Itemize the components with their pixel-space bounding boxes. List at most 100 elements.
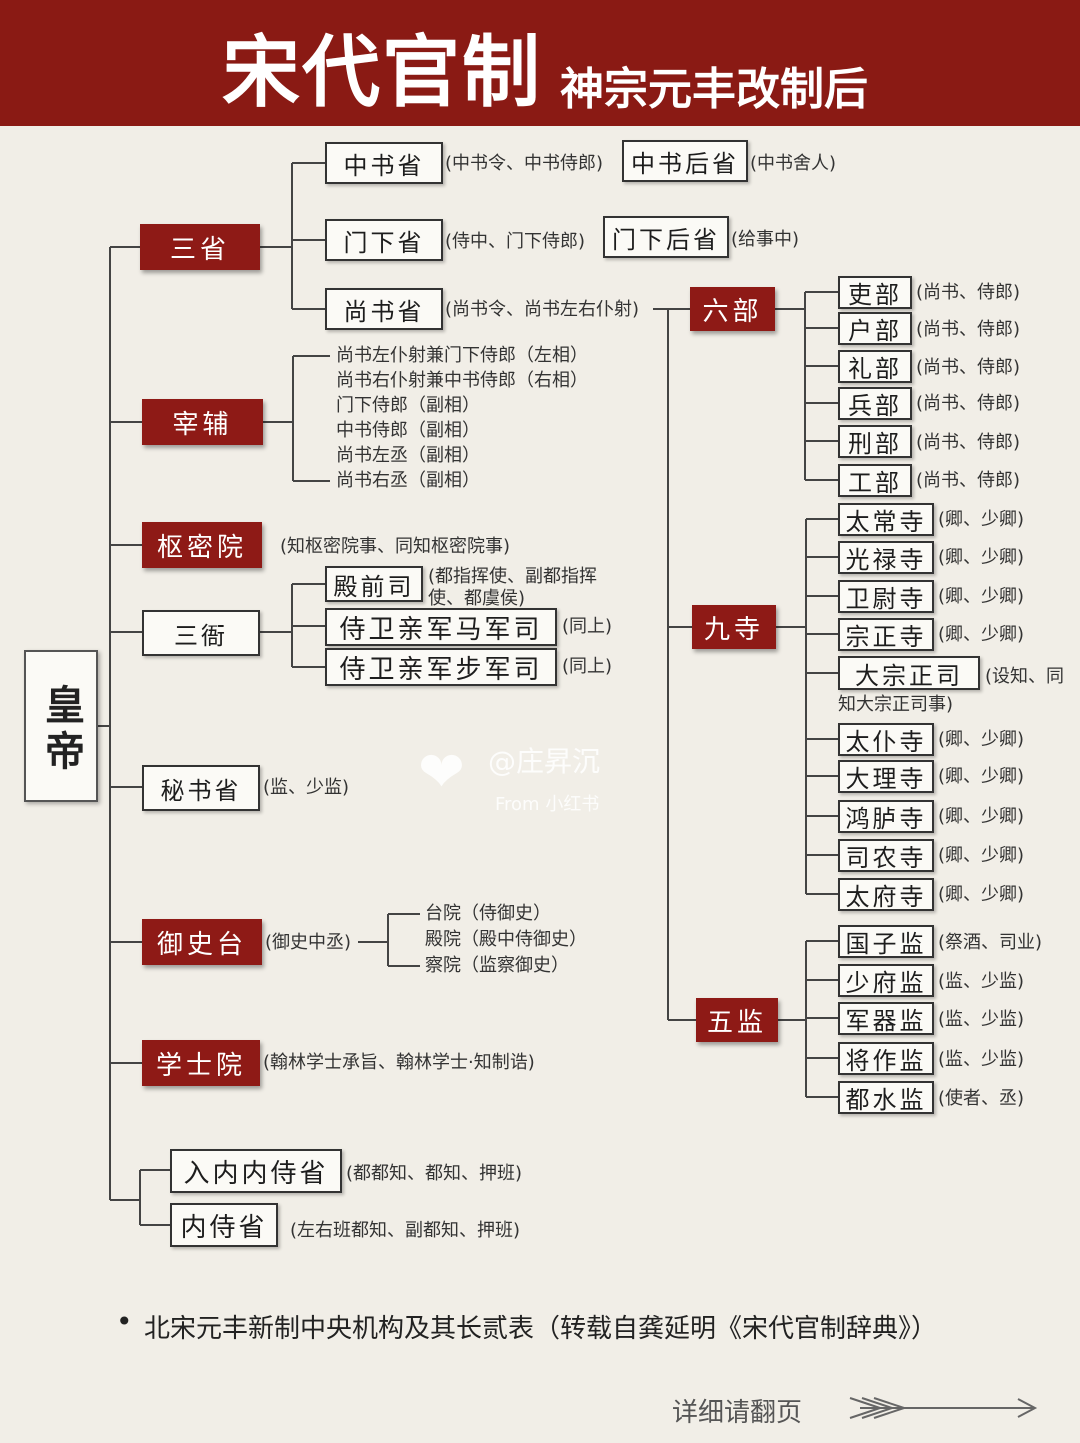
jiangzuojian-box: 将作监 <box>838 1042 934 1075</box>
neishisheng-box: 内侍省 <box>170 1203 278 1247</box>
gongbu-desc: (尚书、侍郎) <box>916 470 1021 491</box>
zaifu-line: 尚书右丞（副相） <box>336 470 480 491</box>
menxia-box: 门下省 <box>325 219 443 261</box>
dianqiansi-desc-2: 使、都虞侯) <box>428 588 526 609</box>
jiangzuojian-desc: (监、少监) <box>938 1049 1025 1070</box>
page-subtitle: 神宗元丰改制后 <box>560 64 868 115</box>
watermark-handle: @庄昇沉 <box>488 745 601 778</box>
sansheng-box: 三省 <box>140 224 260 270</box>
sinongsi-box: 司农寺 <box>838 839 934 872</box>
neishisheng-desc: (左右班都知、副都知、押班) <box>290 1220 521 1241</box>
zongzhengsi-desc: (卿、少卿) <box>938 624 1025 645</box>
yushitai-sub: 察院（监察御史） <box>425 955 569 976</box>
shaofujian-desc: (监、少监) <box>938 971 1025 992</box>
zongzhengsi-box: 宗正寺 <box>838 618 934 651</box>
yushitai-sub: 殿院（殿中侍御史） <box>425 929 587 950</box>
page-title: 宋代官制 <box>222 28 543 118</box>
dalisi-desc: (卿、少卿) <box>938 766 1025 787</box>
honglusi-box: 鸿胪寺 <box>838 800 934 833</box>
dushuijian-desc: (使者、丞) <box>938 1088 1025 1109</box>
zhongshu-desc: (中书令、中书侍郎) <box>445 153 604 174</box>
xueshiyuan-box: 学士院 <box>142 1040 260 1086</box>
yushitai-desc: (御史中丞) <box>265 932 352 953</box>
watermark-source: From 小红书 <box>495 794 600 815</box>
dianqiansi-desc: (都指挥使、副都指挥 <box>428 566 598 587</box>
menxia-housheng-box: 门下后省 <box>603 216 729 258</box>
hubu-desc: (尚书、侍郎) <box>916 319 1021 340</box>
jiusi-box: 九寺 <box>692 605 776 649</box>
weiweisi-box: 卫尉寺 <box>838 580 934 613</box>
majunsi-box: 侍卫亲军马军司 <box>325 608 557 646</box>
mishusheng-desc: (监、少监) <box>263 777 350 798</box>
dazongzhengsi-desc: (设知、同 <box>985 666 1065 687</box>
zaifu-line: 尚书左丞（副相） <box>336 445 480 466</box>
zaifu-line: 尚书左仆射兼门下侍郎（左相） <box>336 345 588 366</box>
emperor-box: 皇帝 <box>24 650 98 802</box>
runeineishisheng-desc: (都都知、都知、押班) <box>346 1163 523 1184</box>
yushitai-sub: 台院（侍御史） <box>425 903 551 924</box>
guozijian-desc: (祭酒、司业) <box>938 932 1043 953</box>
dianqiansi-box: 殿前司 <box>325 566 423 602</box>
menxia-desc: (侍中、门下侍郎) <box>445 231 586 252</box>
libu-box: 吏部 <box>838 276 912 309</box>
dazongzhengsi-desc-2: 知大宗正司事) <box>838 694 954 715</box>
shangshu-box: 尚书省 <box>325 288 443 330</box>
taipusi-box: 太仆寺 <box>838 723 934 756</box>
title-banner <box>0 0 1080 126</box>
libu-rites-box: 礼部 <box>838 350 912 383</box>
sinongsi-desc: (卿、少卿) <box>938 845 1025 866</box>
menxia-housheng-desc: (给事中) <box>731 229 800 250</box>
taipusi-desc: (卿、少卿) <box>938 729 1025 750</box>
zaifu-box: 宰辅 <box>142 399 263 445</box>
bingbu-desc: (尚书、侍郎) <box>916 393 1021 414</box>
shumiyuan-box: 枢密院 <box>142 522 262 568</box>
xingbu-box: 刑部 <box>838 425 912 458</box>
xueshiyuan-desc: (翰林学士承旨、翰林学士·知制诰) <box>263 1052 535 1073</box>
junqijian-box: 军器监 <box>838 1002 934 1035</box>
hubu-box: 户部 <box>838 312 912 345</box>
majunsi-desc: (同上) <box>562 616 613 637</box>
dushuijian-box: 都水监 <box>838 1081 934 1114</box>
dazongzhengsi-box: 大宗正司 <box>838 656 980 690</box>
bujunsi-box: 侍卫亲军步军司 <box>325 648 557 686</box>
footer-bullet: • <box>116 1305 133 1338</box>
taichangsi-box: 太常寺 <box>838 503 934 536</box>
sanya-box: 三衙 <box>142 610 260 656</box>
shangshu-desc: (尚书令、尚书左右仆射) <box>445 299 640 320</box>
taichangsi-desc: (卿、少卿) <box>938 509 1025 530</box>
zhongshu-housheng-desc: (中书舍人) <box>750 153 837 174</box>
libu-rites-desc: (尚书、侍郎) <box>916 357 1021 378</box>
next-page-hint[interactable]: 详细请翻页 <box>672 1398 803 1428</box>
taifusi-box: 太府寺 <box>838 878 934 911</box>
guanglusi-box: 光禄寺 <box>838 541 934 574</box>
guanglusi-desc: (卿、少卿) <box>938 547 1025 568</box>
zaifu-line: 尚书右仆射兼中书侍郎（右相） <box>336 370 588 391</box>
arrow-right-icon[interactable] <box>840 1388 1040 1428</box>
junqijian-desc: (监、少监) <box>938 1009 1025 1030</box>
shumiyuan-desc: (知枢密院事、同知枢密院事) <box>280 536 511 557</box>
guozijian-box: 国子监 <box>838 925 934 958</box>
liubu-box: 六部 <box>690 287 775 331</box>
xingbu-desc: (尚书、侍郎) <box>916 432 1021 453</box>
mishusheng-box: 秘书省 <box>142 765 260 811</box>
footer-note: 北宋元丰新制中央机构及其长贰表（转载自龚延明《宋代官制辞典》） <box>144 1314 938 1344</box>
wujian-box: 五监 <box>696 998 778 1042</box>
zaifu-line: 门下侍郎（副相） <box>336 395 480 416</box>
shaofujian-box: 少府监 <box>838 964 934 997</box>
bingbu-box: 兵部 <box>838 387 912 420</box>
weiweisi-desc: (卿、少卿) <box>938 586 1025 607</box>
yushitai-box: 御史台 <box>142 919 262 965</box>
zaifu-line: 中书侍郎（副相） <box>336 420 480 441</box>
honglusi-desc: (卿、少卿) <box>938 806 1025 827</box>
dalisi-box: 大理寺 <box>838 760 934 793</box>
bujunsi-desc: (同上) <box>562 656 613 677</box>
taifusi-desc: (卿、少卿) <box>938 884 1025 905</box>
zhongshu-housheng-box: 中书后省 <box>622 140 748 182</box>
gongbu-box: 工部 <box>838 464 912 497</box>
zhongshu-box: 中书省 <box>325 142 443 184</box>
runeineishisheng-box: 入内内侍省 <box>170 1149 342 1193</box>
watermark-heart-icon: ❤ <box>418 740 465 805</box>
emperor-label: 皇帝 <box>38 684 84 776</box>
libu-desc: (尚书、侍郎) <box>916 282 1021 303</box>
